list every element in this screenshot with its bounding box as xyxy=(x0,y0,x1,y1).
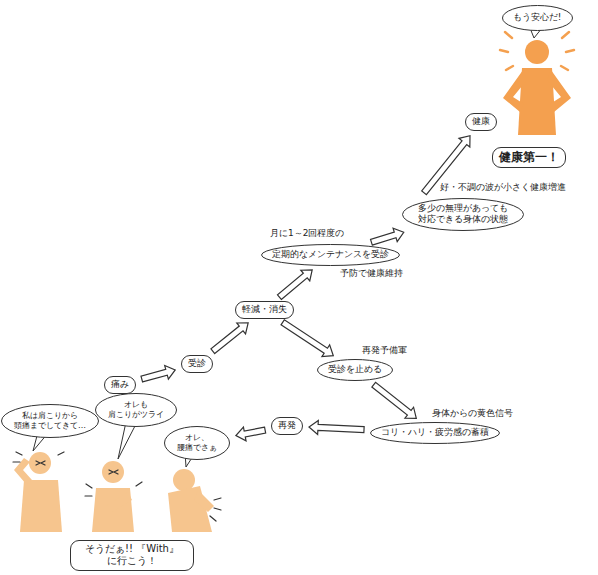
annotation-label: 好・不調の波が小さく健康増進 xyxy=(440,182,566,193)
stage-box: 受診 xyxy=(181,355,213,373)
stage-oval: 定期的なメンテナンスを受診 xyxy=(261,244,400,266)
node-text: オレも 肩こりがツライ xyxy=(106,400,166,420)
stage-box: 再発 xyxy=(271,417,303,435)
node-text: 定期的なメンテナンスを受診 xyxy=(272,249,389,260)
node-text: そうだぁ!! 『With』に行こう！ xyxy=(77,543,187,568)
node-text: 健康第一！ xyxy=(499,150,559,165)
stage-box: 軽減・消失 xyxy=(235,301,294,319)
speech-bubble: 私は肩こりから 頭痛までしてきて… xyxy=(1,404,99,438)
node-text: コリ・ハリ・疲労感の蓄積 xyxy=(381,427,489,438)
goal-box: 健康第一！ xyxy=(492,147,566,168)
stage-oval: 多少の無理があっても 対応できる身体の状態 xyxy=(402,198,524,231)
pain-marks xyxy=(13,452,221,521)
speech-bubble: もう安心だ! xyxy=(502,5,573,31)
speech-bubble: オレ、 腰痛でさぁ xyxy=(164,426,230,460)
annotation-label: 予防で健康維持 xyxy=(340,268,403,279)
node-text: 再発 xyxy=(278,420,296,431)
stage-box: 痛み xyxy=(104,376,136,394)
node-text: オレ、 腰痛でさぁ xyxy=(175,433,219,453)
shine-rays xyxy=(500,32,574,70)
stage-box: 健康 xyxy=(465,113,497,131)
node-text: 受診 xyxy=(188,358,206,369)
annotation-label: 身体からの黄色信号 xyxy=(432,408,513,419)
stage-oval: コリ・ハリ・疲労感の蓄積 xyxy=(370,422,500,444)
flow-arrow xyxy=(211,323,248,354)
speech-bubble: オレも 肩こりがツライ xyxy=(95,393,177,427)
node-text: 私は肩こりから 頭痛までしてきて… xyxy=(12,411,88,431)
annotation-label: 再発予備軍 xyxy=(362,345,407,356)
node-text: もう安心だ! xyxy=(513,12,562,23)
pain-figures xyxy=(14,452,214,532)
node-text: 受診を止める xyxy=(328,364,382,375)
call-to-action-box: そうだぁ!! 『With』に行こう！ xyxy=(70,540,194,571)
flow-arrow xyxy=(371,228,404,245)
flow-arrow xyxy=(372,382,416,418)
flow-arrow xyxy=(309,420,364,434)
stage-oval: 受診を止める xyxy=(317,359,393,381)
node-text: 多少の無理があっても 対応できる身体の状態 xyxy=(413,203,513,226)
healthy-figure xyxy=(503,40,571,135)
flow-arrow xyxy=(236,427,266,441)
node-text: 軽減・消失 xyxy=(242,304,287,315)
flow-arrow xyxy=(277,270,312,300)
flow-arrow xyxy=(141,366,175,382)
node-text: 健康 xyxy=(472,116,490,127)
annotation-label: 月に1～2回程度の xyxy=(270,228,344,239)
node-text: 痛み xyxy=(111,379,129,390)
flow-arrow xyxy=(281,320,333,357)
